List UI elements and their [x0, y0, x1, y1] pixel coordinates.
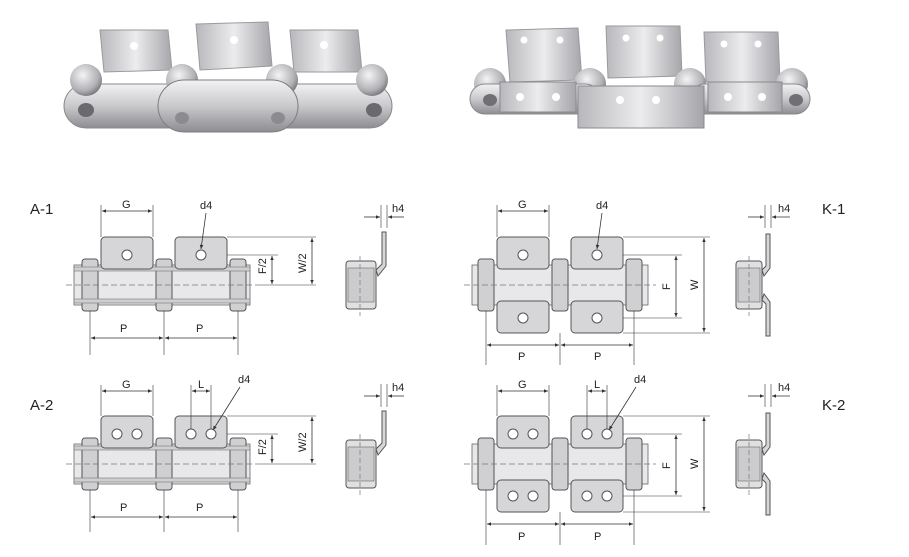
k2-hole-icon — [527, 428, 539, 440]
k2-hole-icon — [601, 428, 613, 440]
a2-hole-icon — [205, 428, 217, 440]
a1-dim-p2: P — [196, 323, 203, 335]
a2-dim-l: L — [198, 379, 204, 391]
k2-dim-h4: h4 — [778, 382, 790, 394]
k2-dim-d4: d4 — [634, 374, 646, 386]
k2-hole-icon — [507, 490, 519, 502]
k2-dim-l: L — [594, 379, 600, 391]
k1-dim-p2: P — [594, 351, 601, 363]
k1-chain-top-view — [464, 258, 656, 312]
variant-k2-label: K-2 — [822, 397, 845, 414]
k2-dim-w: W — [689, 458, 701, 469]
variant-a1-label: A-1 — [30, 201, 53, 218]
a1-chain-top-view — [66, 258, 258, 312]
a1-dim-d4: d4 — [200, 200, 212, 212]
k2-hole-icon — [581, 490, 593, 502]
k1-dim-d4: d4 — [596, 200, 608, 212]
a1-dim-f2: F/2 — [257, 258, 269, 274]
k1-dim-h4: h4 — [778, 203, 790, 215]
a2-dim-w2: W/2 — [297, 432, 309, 452]
variant-a2-label: A-2 — [30, 397, 53, 414]
chain-photo-left — [63, 21, 393, 133]
a1-hole-icon — [195, 249, 207, 261]
a2-side-view — [345, 410, 387, 495]
a2-hole-icon — [185, 428, 197, 440]
a1-side-view — [345, 231, 387, 316]
a1-dim-p1: P — [120, 323, 127, 335]
k2-hole-icon — [527, 490, 539, 502]
k2-hole-icon — [507, 428, 519, 440]
k1-dim-p1: P — [518, 351, 525, 363]
a1-dim-g: G — [122, 199, 131, 211]
k2-side-view — [735, 412, 771, 516]
k1-hole-icon — [591, 249, 603, 261]
a2-dim-g: G — [122, 379, 131, 391]
k2-dim-f: F — [661, 462, 673, 469]
k1-dim-w: W — [689, 279, 701, 290]
a1-dim-h4: h4 — [392, 203, 404, 215]
a2-dim-p1: P — [120, 502, 127, 514]
variant-a2: A-2 G L d4 F/2 W/2 — [30, 374, 404, 532]
k1-side-view — [735, 233, 771, 337]
k2-chain-top-view — [464, 437, 656, 491]
k2-hole-icon — [601, 490, 613, 502]
a1-dim-w2: W/2 — [297, 253, 309, 273]
a2-chain-top-view — [66, 437, 258, 491]
variant-k1-label: K-1 — [822, 201, 845, 218]
k2-dim-p1: P — [518, 531, 525, 543]
a2-dim-h4: h4 — [392, 382, 404, 394]
k2-hole-icon — [581, 428, 593, 440]
k1-dim-g: G — [518, 199, 527, 211]
k1-hole-icon — [591, 312, 603, 324]
k1-hole-icon — [517, 249, 529, 261]
a2-dim-d4: d4 — [238, 374, 250, 386]
variant-k2: K-2 G L d4 F — [464, 374, 845, 545]
variant-k1: K-1 G d4 F W P P — [464, 199, 845, 365]
a2-dim-p2: P — [196, 502, 203, 514]
a2-hole-icon — [131, 428, 143, 440]
k1-hole-icon — [517, 312, 529, 324]
variant-a1: A-1 G d4 F/2 W/2 — [30, 199, 404, 355]
k1-dim-f: F — [661, 283, 673, 290]
chain-photo-right — [469, 25, 811, 129]
k2-dim-p2: P — [594, 531, 601, 543]
a2-hole-icon — [111, 428, 123, 440]
a2-dim-f2: F/2 — [257, 439, 269, 455]
a1-hole-icon — [121, 249, 133, 261]
k2-dim-g: G — [518, 379, 527, 391]
